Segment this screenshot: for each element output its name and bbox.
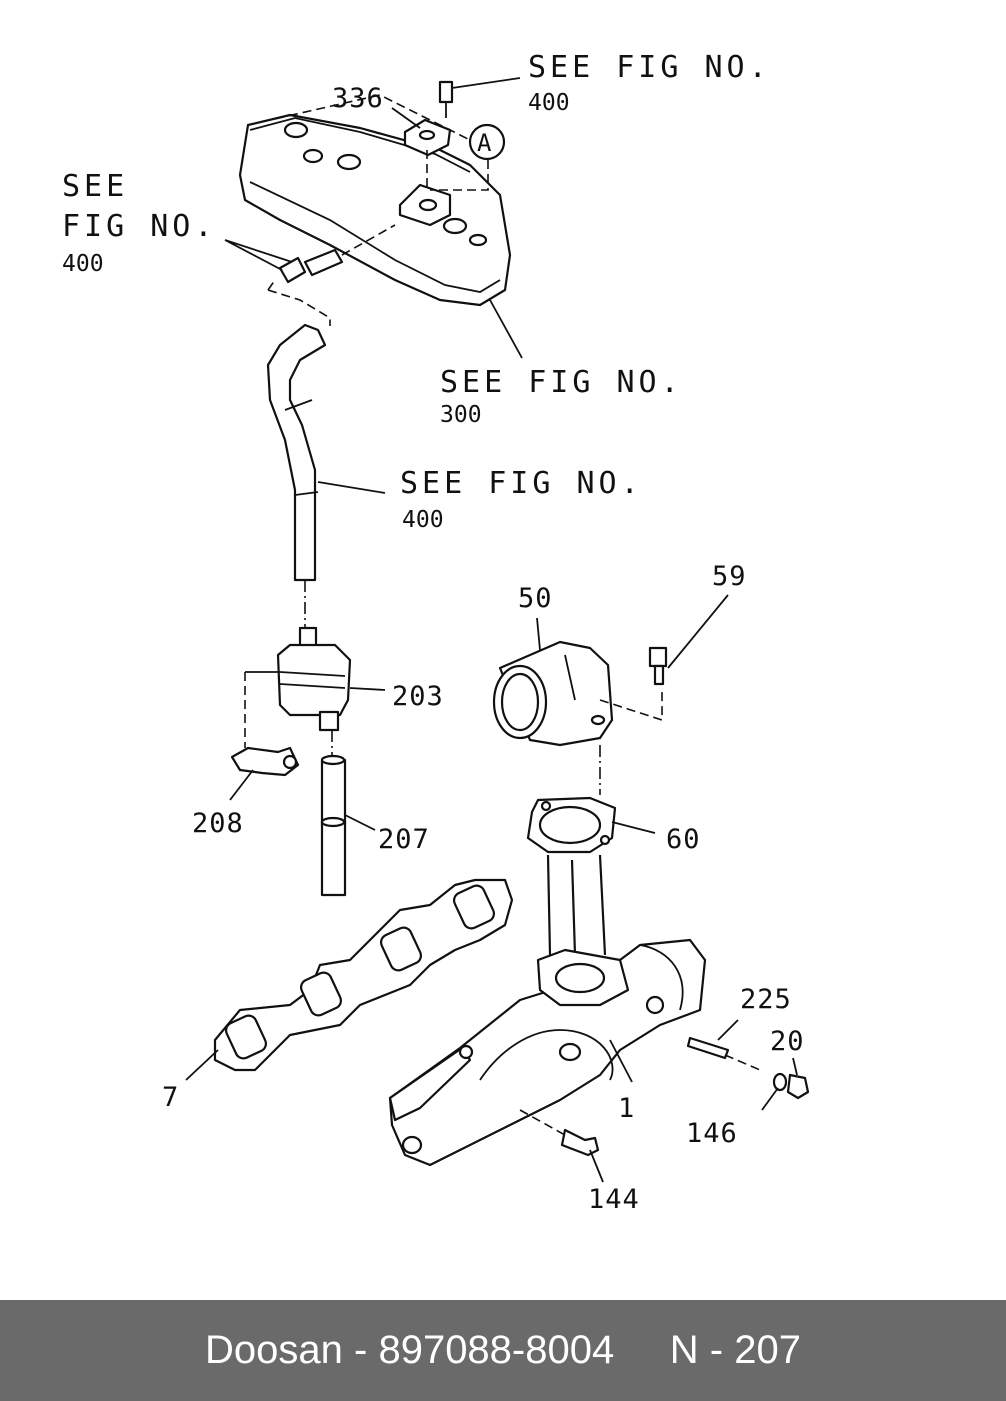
part-number-footer: Doosan - 897088-8004 N - 207: [0, 1300, 1006, 1401]
callout-1: 1: [618, 1093, 635, 1124]
callout-144: 144: [588, 1184, 640, 1215]
callout-336: 336: [332, 83, 384, 114]
ref-hose-number: 400: [402, 507, 444, 533]
callout-207: 207: [378, 824, 430, 855]
callout-203: 203: [392, 681, 444, 712]
part-50-outlet: [492, 640, 614, 747]
ref-top-number: 400: [528, 90, 570, 116]
callout-60: 60: [666, 824, 701, 855]
callout-225: 225: [740, 984, 792, 1015]
ref-top-text: SEE FIG NO.: [528, 50, 771, 85]
callout-208: 208: [192, 808, 244, 839]
ref-cover-number: 300: [440, 402, 482, 428]
marker-a-label: A: [477, 129, 492, 157]
part-208-bracket: [230, 671, 300, 777]
callout-50: 50: [518, 583, 553, 614]
ref-left-number: 400: [62, 251, 104, 277]
callout-7: 7: [162, 1082, 179, 1113]
ref-hose-text: SEE FIG NO.: [400, 466, 643, 501]
part-336-cap: [403, 80, 454, 190]
parts-diagram: 336 A 203 208 207 50 59 60 7 1 225 20 14…: [62, 50, 810, 1215]
ref-left-text-2: FIG NO.: [62, 209, 216, 244]
callout-59: 59: [712, 561, 747, 592]
callout-labels: 336 A 203 208 207 50 59 60 7 1 225 20 14…: [62, 50, 805, 1215]
ref-left-text-1: SEE: [62, 169, 128, 204]
ref-cover-text: SEE FIG NO.: [440, 365, 683, 400]
part-7-gasket: [213, 878, 514, 1072]
leader-lines: [185, 77, 798, 1183]
rocker-cover: [238, 94, 512, 307]
callout-20: 20: [770, 1026, 805, 1057]
part-203-separator: [276, 626, 352, 732]
part-207-hose: [320, 730, 347, 897]
part-1-manifold: [388, 854, 707, 1167]
breather-hose: [266, 323, 327, 628]
fasteners: [519, 1036, 810, 1157]
part-59-bolt: [599, 646, 668, 722]
part-60-gasket: [526, 745, 617, 854]
callout-146: 146: [686, 1118, 738, 1149]
